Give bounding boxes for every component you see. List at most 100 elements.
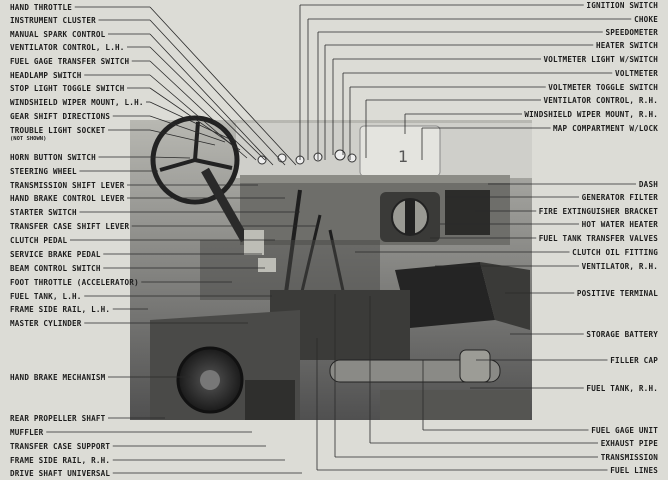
label-frame-side-rail-r-h: FRAME SIDE RAIL, R.H.	[10, 456, 110, 465]
leader-trouble-light-socket-drop	[149, 129, 216, 146]
label-text: TRANSFER CASE SUPPORT	[10, 442, 111, 451]
label-text: TRANSMISSION	[600, 453, 658, 462]
label-exhaust-pipe: EXHAUST PIPE	[601, 439, 658, 448]
label-transfer-case-shift-lever: TRANSFER CASE SHIFT LEVER	[10, 222, 129, 231]
label-text: MANUAL SPARK CONTROL	[10, 30, 106, 39]
label-headlamp-switch: HEADLAMP SWITCH	[10, 71, 82, 80]
label-fuel-lines: FUEL LINES	[610, 466, 658, 475]
label-foot-throttle-accelerator: FOOT THROTTLE (ACCELERATOR)	[10, 278, 139, 287]
label-dash: DASH	[639, 180, 658, 189]
label-text: SPEEDOMETER	[605, 28, 658, 37]
label-positive-terminal: POSITIVE TERMINAL	[577, 289, 658, 298]
label-heater-switch: HEATER SWITCH	[596, 41, 658, 50]
label-text: TRANSMISSION SHIFT LEVER	[10, 181, 125, 190]
label-windshield-wiper-mount-r-h: WINDSHIELD WIPER MOUNT, R.H.	[524, 110, 658, 119]
label-master-cylinder: MASTER CYLINDER	[10, 319, 82, 328]
label-text: TROUBLE LIGHT SOCKET	[10, 126, 106, 135]
label-horn-button-switch: HORN BUTTON SWITCH	[10, 153, 96, 162]
label-text: STARTER SWITCH	[10, 208, 77, 217]
label-text: BEAM CONTROL SWITCH	[10, 264, 101, 273]
label-text: VOLTMETER	[615, 69, 658, 78]
label-text: VENTILATOR CONTROL, R.H.	[543, 96, 658, 105]
label-map-compartment-w-lock: MAP COMPARTMENT W/LOCK	[553, 124, 658, 133]
label-text: DRIVE SHAFT UNIVERSAL	[10, 469, 111, 478]
label-manual-spark-control: MANUAL SPARK CONTROL	[10, 30, 105, 39]
label-fuel-tank-transfer-valves: FUEL TANK TRANSFER VALVES	[539, 234, 658, 243]
label-hot-water-heater: HOT WATER HEATER	[582, 220, 658, 229]
label-text: CLUTCH PEDAL	[10, 236, 68, 245]
label-transmission: TRANSMISSION	[601, 453, 658, 462]
label-fuel-tank-l-h: FUEL TANK, L.H.	[10, 292, 82, 301]
label-text: STOP LIGHT TOGGLE SWITCH	[10, 84, 125, 93]
label-text: HEADLAMP SWITCH	[10, 71, 82, 80]
label-text: REAR PROPELLER SHAFT	[10, 414, 106, 423]
label-text: HORN BUTTON SWITCH	[10, 153, 96, 162]
label-generator-filter: GENERATOR FILTER	[582, 193, 658, 202]
label-rear-propeller-shaft: REAR PROPELLER SHAFT	[10, 414, 105, 423]
label-text: HEATER SWITCH	[595, 41, 658, 50]
label-text: FOOT THROTTLE (ACCELERATOR)	[10, 278, 139, 287]
label-transfer-case-support: TRANSFER CASE SUPPORT	[10, 442, 110, 451]
label-text: IGNITION SWITCH	[586, 1, 658, 10]
label-text: FRAME SIDE RAIL, L.H.	[10, 305, 111, 314]
label-text: FUEL TANK TRANSFER VALVES	[538, 234, 658, 243]
label-text: POSITIVE TERMINAL	[576, 289, 658, 298]
label-text: CHOKE	[634, 15, 658, 24]
label-text: VOLTMETER LIGHT W/SWITCH	[543, 55, 658, 64]
label-ventilator-r-h: VENTILATOR, R.H.	[582, 262, 658, 271]
label-beam-control-switch: BEAM CONTROL SWITCH	[10, 264, 101, 273]
label-service-brake-pedal: SERVICE BRAKE PEDAL	[10, 250, 101, 259]
label-transmission-shift-lever: TRANSMISSION SHIFT LEVER	[10, 181, 125, 190]
label-text: FUEL LINES	[610, 466, 658, 475]
svg-text:1: 1	[398, 147, 408, 166]
label-text: GENERATOR FILTER	[581, 193, 658, 202]
leader-horn-button-switch-drop	[149, 156, 191, 159]
label-fuel-gage-unit: FUEL GAGE UNIT	[591, 426, 658, 435]
label-clutch-pedal: CLUTCH PEDAL	[10, 236, 67, 245]
label-hand-brake-control-lever: HAND BRAKE CONTROL LEVER	[10, 194, 125, 203]
label-starter-switch: STARTER SWITCH	[10, 208, 77, 217]
label-frame-side-rail-l-h: FRAME SIDE RAIL, L.H.	[10, 305, 110, 314]
label-steering-wheel: STEERING WHEEL	[10, 167, 77, 176]
label-voltmeter-toggle-switch: VOLTMETER TOGGLE SWITCH	[548, 83, 658, 92]
label-ignition-switch: IGNITION SWITCH	[586, 1, 658, 10]
label-speedometer: SPEEDOMETER	[606, 28, 659, 37]
label-text: FRAME SIDE RAIL, R.H.	[10, 456, 111, 465]
label-text: FUEL GAGE UNIT	[591, 426, 658, 435]
label-text: MUFFLER	[10, 428, 44, 437]
label-text: HAND BRAKE MECHANISM	[10, 373, 106, 382]
leader-headlamp-switch-drop	[149, 74, 248, 159]
label-text: DASH	[638, 180, 658, 189]
label-choke: CHOKE	[634, 15, 658, 24]
leader-hand-throttle-drop	[149, 6, 297, 166]
label-text: WINDSHIELD WIPER MOUNT, L.H.	[10, 98, 144, 107]
label-voltmeter-light-w-switch: VOLTMETER LIGHT W/SWITCH	[543, 55, 658, 64]
label-text: FIRE EXTINGUISHER BRACKET	[538, 207, 658, 216]
leader-gear-shift-directions-drop	[149, 115, 226, 143]
label-ventilator-control-l-h: VENTILATOR CONTROL, L.H.	[10, 43, 125, 52]
label-text: INSTRUMENT CLUSTER	[10, 16, 96, 25]
label-hand-brake-mechanism: HAND BRAKE MECHANISM	[10, 373, 105, 382]
label-trouble-light-socket: TROUBLE LIGHT SOCKET(NOT SHOWN)	[10, 126, 105, 144]
leader-windshield-wiper-mount-l-h-drop	[149, 101, 237, 143]
label-text: FILLER CAP	[610, 356, 658, 365]
leader-stop-light-toggle-switch-drop	[149, 87, 241, 151]
label-filler-cap: FILLER CAP	[610, 356, 658, 365]
label-instrument-cluster: INSTRUMENT CLUSTER	[10, 16, 96, 25]
label-text: FUEL TANK, L.H.	[10, 292, 82, 301]
label-text: FUEL GAGE TRANSFER SWITCH	[10, 57, 130, 66]
label-fuel-tank-r-h: FUEL TANK, R.H.	[586, 384, 658, 393]
leader-manual-spark-control-drop	[149, 33, 274, 166]
leader-instrument-cluster-drop	[149, 19, 286, 166]
label-text: VENTILATOR CONTROL, L.H.	[10, 43, 125, 52]
label-storage-battery: STORAGE BATTERY	[586, 330, 658, 339]
label-ventilator-control-r-h: VENTILATOR CONTROL, R.H.	[543, 96, 658, 105]
label-text: STORAGE BATTERY	[586, 330, 658, 339]
label-text: TRANSFER CASE SHIFT LEVER	[10, 222, 130, 231]
label-text: HOT WATER HEATER	[581, 220, 658, 229]
label-voltmeter: VOLTMETER	[615, 69, 658, 78]
label-clutch-oil-fitting: CLUTCH OIL FITTING	[572, 248, 658, 257]
label-text: HAND BRAKE CONTROL LEVER	[10, 194, 125, 203]
